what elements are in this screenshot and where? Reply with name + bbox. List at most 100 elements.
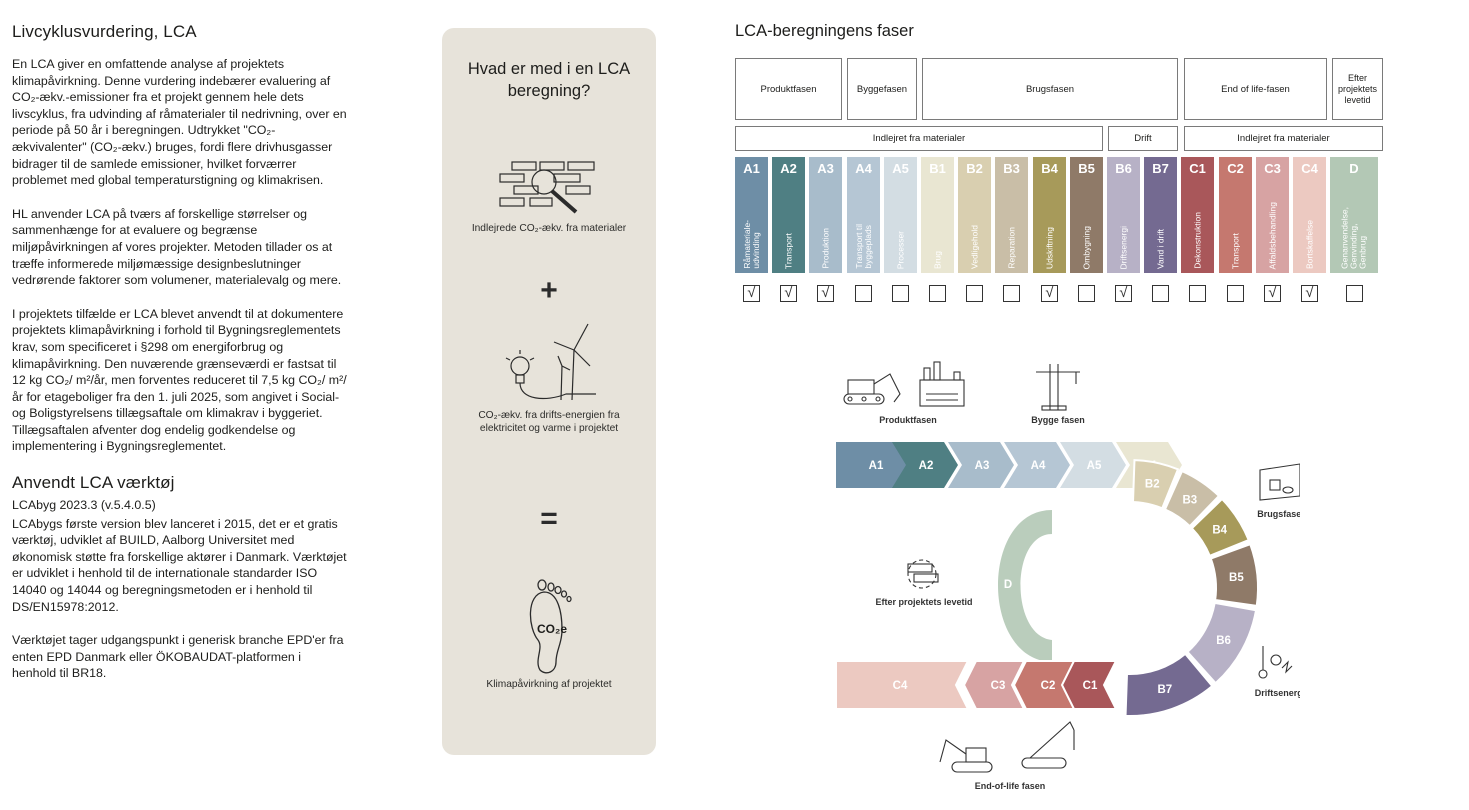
module-label: Vedligehold: [970, 225, 979, 269]
cycle-seg-b5: [1209, 542, 1259, 607]
demolition-icon: [939, 721, 1075, 773]
crane-icon: [1036, 364, 1080, 411]
group-operation: Drift: [1108, 126, 1178, 151]
module-checkbox-b3[interactable]: [1003, 285, 1020, 302]
module-label: Produktion: [821, 228, 830, 269]
module-checkbox-b7[interactable]: [1152, 285, 1169, 302]
module-checkbox-b4[interactable]: √: [1041, 285, 1058, 302]
module-code: C1: [1189, 161, 1206, 176]
module-checkbox-a1[interactable]: √: [743, 285, 760, 302]
heading-lca: Livcyklusvurdering, LCA: [12, 22, 197, 41]
panel-title: Hvad er med i en LCA beregning?: [467, 60, 631, 100]
module-code: C3: [1264, 161, 1281, 176]
module-label: Bortskaffelse: [1305, 220, 1314, 269]
tool-version: LCAbyg 2023.3 (v.5.4.0.5): [12, 498, 156, 513]
module-code: C4: [1301, 161, 1318, 176]
module-checkbox-b6[interactable]: √: [1115, 285, 1132, 302]
caption-result: Klimapåvirkning af projektet: [486, 679, 612, 690]
module-code: A5: [892, 161, 909, 176]
module-checkbox-a3[interactable]: √: [817, 285, 834, 302]
equals-sign: =: [540, 502, 558, 535]
caption-materials: Indlejrede CO₂-ækv. fra materialer: [471, 223, 627, 234]
cycle-seg-a2: [892, 442, 958, 488]
module-checkbox-c3[interactable]: √: [1264, 285, 1281, 302]
caption-operation: CO₂-ækv. fra drifts-energien fra elektri…: [478, 410, 620, 434]
module-code: B7: [1152, 161, 1169, 176]
module-label: Vand i drift: [1156, 228, 1165, 269]
module-checkbox-c1[interactable]: [1189, 285, 1206, 302]
module-label: Transport: [784, 232, 793, 269]
module-label: Udskiftning: [1045, 226, 1054, 269]
module-label: Driftsenergi: [1119, 225, 1128, 269]
cycle-label-b5: B5: [1229, 572, 1244, 584]
bulb-windturbine-icon: [505, 323, 596, 401]
module-checkbox-d[interactable]: [1346, 285, 1363, 302]
cycle-label-b3: B3: [1182, 494, 1197, 506]
phase-product: Produktfasen: [735, 58, 842, 120]
co2e-label: CO₂e: [536, 622, 567, 636]
cycle-seg-a3: [948, 442, 1014, 488]
cycle-label-b6: B6: [1216, 635, 1231, 647]
recycling-icon: [907, 559, 939, 589]
label-efter-levetid: Efter projektets levetid: [875, 597, 972, 607]
cycle-label-a5: A5: [1087, 460, 1102, 472]
thermometer-bulb-icon: [1258, 646, 1293, 679]
left-column: Livcyklusvurdering, LCA En LCA giver en …: [12, 22, 348, 682]
group-embodied-1: Indlejret fra materialer: [735, 126, 1103, 151]
module-checkbox-a2[interactable]: √: [780, 285, 797, 302]
excavator-icon: [843, 373, 901, 405]
cycle-label-b7: B7: [1157, 684, 1172, 696]
module-code: B4: [1041, 161, 1058, 176]
label-produktfasen: Produktfasen: [879, 415, 937, 425]
module-checkbox-c2[interactable]: [1227, 285, 1244, 302]
module-code: A1: [743, 161, 760, 176]
module-checkbox-b5[interactable]: [1078, 285, 1095, 302]
module-code: B5: [1078, 161, 1095, 176]
cycle-seg-d: [998, 510, 1052, 662]
cycle-seg-b6: [1186, 601, 1258, 685]
module-checkbox-b1[interactable]: [929, 285, 946, 302]
phase-construction: Byggefasen: [847, 58, 917, 120]
module-checkbox-a5[interactable]: [892, 285, 909, 302]
paragraph-project: I projektets tilfælde er LCA blevet anve…: [12, 306, 347, 454]
module-checkbox-a4[interactable]: [855, 285, 872, 302]
room-icon: [1259, 463, 1300, 501]
cycle-label-d: D: [1004, 579, 1012, 591]
label-driftsenergi: Driftsenergi: [1255, 688, 1300, 698]
cycle-label-b2: B2: [1145, 478, 1160, 490]
module-code: A4: [855, 161, 872, 176]
module-label: Ombygning: [1082, 225, 1091, 269]
factory-icon: [919, 361, 965, 407]
footprint-icon: [529, 579, 572, 674]
module-label: Reparation: [1007, 227, 1016, 269]
cycle-label-c3: C3: [991, 680, 1006, 692]
cycle-seg-c4: [835, 660, 970, 710]
phase-use: Brugsfasen: [922, 58, 1178, 120]
module-code: B2: [966, 161, 983, 176]
module-code: D: [1349, 161, 1359, 176]
cycle-seg-b7: [1124, 652, 1214, 717]
phases-title: LCA-beregningens faser: [735, 22, 914, 40]
label-end-of-life: End-of-life fasen: [975, 781, 1046, 791]
module-checkbox-b2[interactable]: [966, 285, 983, 302]
cycle-label-c4: C4: [893, 680, 908, 692]
module-label: Transport: [1231, 232, 1240, 269]
module-checkbox-c4[interactable]: √: [1301, 285, 1318, 302]
phase-end-of-life: End of life-fasen: [1184, 58, 1327, 120]
module-code: B1: [929, 161, 946, 176]
paragraph-intro: En LCA giver en omfattende analyse af pr…: [12, 57, 347, 188]
cycle-seg-c3: [962, 660, 1026, 710]
bricks-magnifier-icon: [499, 161, 595, 214]
cycle-label-a4: A4: [1031, 460, 1046, 472]
